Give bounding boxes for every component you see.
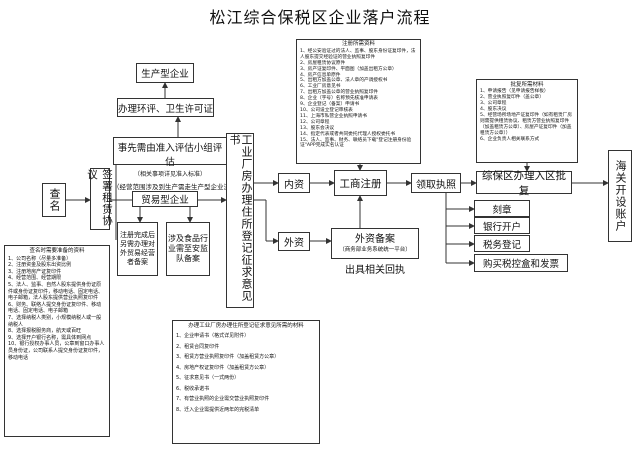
list-item: 7、出租方加盖公章的营业执照复印件 bbox=[300, 90, 378, 96]
node-zongbao: 综保区办理入区批复 bbox=[476, 170, 572, 197]
list-item: 7、有营业执照的企业需交营业执照复印件 bbox=[176, 396, 270, 403]
list-item: 3、房产证复印件、平面图（加盖出租方公章） bbox=[300, 66, 397, 72]
list-item: 3、注册地房产证复印件 bbox=[8, 268, 62, 275]
list-item: 4、房产信息单原件 bbox=[300, 72, 341, 78]
list-item: 2、注册资金及股东出资比例 bbox=[8, 262, 72, 269]
list-item: 2、租赁合同复印件 bbox=[176, 343, 220, 350]
node-chaming: 查名 bbox=[42, 183, 66, 217]
node-goumai: 购买税控盒和发票 bbox=[474, 254, 568, 272]
list-item: 10、公司设立登记审核表 bbox=[300, 107, 353, 113]
node-shixian: 事先需由准入评估小组评估 （相关事项详见准入标准） bbox=[113, 137, 227, 178]
list-item: 2、营业执照复印件（盖公章） bbox=[480, 95, 544, 100]
node-zhuce-done: 注册完成后另需办理对外贸易经营者备案 bbox=[117, 222, 158, 276]
list-item: 6、税收承诺书 bbox=[176, 385, 210, 392]
waizibeian-label: 外资备案 bbox=[355, 234, 395, 245]
list-item: 3、租赁方营业执照复印件（加盖租赁方公章） bbox=[176, 354, 280, 361]
list-item: 6、财务、联络人提交身份证复印件、移动电话、固定电话、电子邮箱 bbox=[8, 301, 102, 315]
shixian-label: 事先需由准入评估小组评估 bbox=[117, 143, 223, 168]
jingying-note: （经营范围涉及到生产需走生产型企业流程） bbox=[113, 183, 243, 191]
list-item: 2、房屋租赁协议原件 bbox=[300, 60, 346, 66]
list-item: 5、法人、监事、自然人股东提供身份证原件或身份证复印件，移动电话、固定电话、电子… bbox=[8, 281, 104, 302]
list-item: 1、企业申请书（格式详见附件） bbox=[176, 333, 250, 340]
list-item: 9、企业登记（备案）申请书 bbox=[300, 102, 360, 108]
node-yinhang: 银行开户 bbox=[474, 217, 530, 234]
list-item: 1、公司名称（尽量多准备） bbox=[8, 255, 72, 262]
list-item: 1、经公安验证过的法人、监事、股东身份证复印件，法人股东提交经验证的营业执照复印… bbox=[300, 48, 416, 60]
list-item: 13、股东会决议 bbox=[300, 125, 335, 131]
node-neizi: 内资 bbox=[278, 173, 310, 193]
list-item: 10、银行授权办事人员，公章到窗口办事人员身份证，公司联系人提交身份证复印件，移… bbox=[8, 341, 105, 361]
node-huanping: 办理环评、卫生许可证 bbox=[117, 98, 214, 117]
node-waizibeian: 外资备案 （商务部业务系统统一平台） bbox=[331, 228, 419, 259]
list-item: 3、公司章程 bbox=[480, 101, 507, 106]
list-item: 12、公司章程 bbox=[300, 119, 330, 125]
node-chuju: 出具相关回执 bbox=[345, 265, 405, 276]
chaming-list-header: 查名时需要准备的资料 bbox=[29, 248, 85, 254]
list-item: 15、法人、监事、财务、联络员下载"登记注册身份验证"APP完成实名认证 bbox=[300, 137, 412, 149]
page-title: 松江综合保税区企业落户流程 bbox=[209, 8, 431, 27]
chaming-materials-list: 查名时需要准备的资料 1、公司名称（尽量多准备） 2、注册资金及股东出资比例 3… bbox=[4, 245, 110, 437]
waizibeian-sub: （商务部业务系统统一平台） bbox=[339, 247, 411, 253]
node-kezhang: 刻章 bbox=[474, 200, 530, 217]
pifu-list-header: 批复所需材料 bbox=[510, 82, 544, 88]
list-item: 6、工业厂房意见书 bbox=[300, 84, 341, 90]
node-shuiwu: 税务登记 bbox=[474, 235, 530, 252]
node-lingqu: 领取执照 bbox=[411, 173, 461, 193]
list-item: 11、上海市私营企业执照申请书 bbox=[300, 113, 367, 119]
shixian-note: （相关事项详见准入标准） bbox=[133, 171, 206, 178]
node-shiping: 涉及食品行业需至安监队备案 bbox=[166, 222, 210, 276]
list-item: 4、股东决议 bbox=[480, 107, 507, 112]
list-item: 9、选择开户银行名称，需具体到网点 bbox=[8, 334, 92, 341]
list-item: 5、经营场所场地产证复印件（如有租赁厂房则需提供租赁协议、租赁方营业执照复印件（… bbox=[480, 113, 573, 136]
node-waizi: 外资 bbox=[278, 232, 310, 251]
list-item: 4、经营范围、经营期限 bbox=[8, 275, 62, 282]
list-item: 14、指定代表或者共同委托代理人授权委托书 bbox=[300, 131, 396, 137]
gongye-materials-list: 办理工业厂房办理住所登记征求意见所需的材料 1、企业申请书（格式详见附件） 2、… bbox=[172, 320, 320, 444]
node-haiguan: 海关开设账户 bbox=[608, 150, 632, 242]
list-item: 8、选择报税服务商，航天或百旺 bbox=[8, 328, 82, 335]
node-shengchan: 生产型企业 bbox=[136, 63, 194, 83]
zhuce-list-header: 注册所需资料 bbox=[341, 41, 375, 47]
pifu-materials-list: 批复所需材料 1、申请报告（见申请报告样板） 2、营业执照复印件（盖公章） 3、… bbox=[476, 79, 578, 163]
node-maoyi: 贸易型企业 bbox=[132, 191, 198, 207]
list-item: 1、申请报告（见申请报告样板） bbox=[480, 89, 549, 94]
node-gongshang: 工商注册 bbox=[334, 170, 387, 196]
list-item: 4、房地产权证复印件（加盖租赁方公章） bbox=[176, 364, 270, 371]
list-item: 5、出租方加盖公章、法人章的产调授权书 bbox=[300, 78, 388, 84]
node-gongye: 工业厂房办理住所登记征求意见书 bbox=[226, 133, 254, 308]
list-item: 8、迁入企业需提供近两年的完税清单 bbox=[176, 406, 260, 413]
gongye-list-header: 办理工业厂房办理住所登记征求意见所需的材料 bbox=[188, 323, 304, 329]
zhuce-materials-list: 注册所需资料 1、经公安验证过的法人、监事、股东身份证复印件，法人股东提交经验证… bbox=[296, 39, 421, 164]
list-item: 6、企业负责人相关联系方式 bbox=[480, 137, 540, 142]
node-qianshu: 签署租赁协议 bbox=[86, 168, 113, 230]
list-item: 8、企业（字号）名称预先核准申请表 bbox=[300, 96, 378, 102]
list-item: 5、征求意见书（一式两份） bbox=[176, 375, 240, 382]
list-item: 7、选择纳税人类别，小规模纳税人或一般纳税人 bbox=[8, 314, 102, 328]
